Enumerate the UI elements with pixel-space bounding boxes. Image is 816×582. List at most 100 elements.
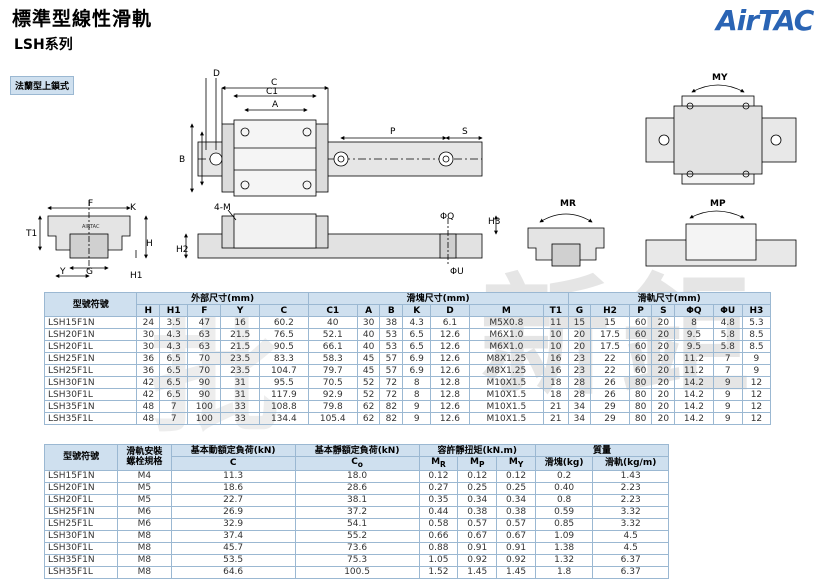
th-col: S [651,304,676,317]
table-cell: 0.2 [534,469,594,483]
table-cell: 8.5 [741,328,772,341]
table-cell: 60 [628,316,653,329]
table-cell: 60.2 [258,316,309,329]
table-cell: 0.92 [457,553,498,567]
th2-my: MY [496,456,536,471]
th-col: H3 [741,304,772,317]
model-cell: LSH15F1N [43,469,119,483]
table-cell: 20 [567,328,592,341]
table-cell: 23 [567,364,592,377]
th2-mp: MP [457,456,498,471]
table-cell: 0.91 [457,541,498,555]
table-cell: 73.6 [294,541,420,555]
table-cell: 28 [567,388,592,401]
table-cell: 24 [136,316,161,329]
svg-text:H1: H1 [130,271,143,281]
table-cell: 26 [590,376,630,389]
table-cell: 20 [651,400,676,413]
table-cell: 54.1 [294,517,420,531]
table-cell: 1.09 [534,529,594,543]
table-cell: 28.6 [294,481,420,495]
table-cell: 0.67 [457,529,498,543]
table-cell: 4.3 [402,316,432,329]
table-cell: 80 [628,412,653,425]
table-cell: 37.4 [170,529,296,543]
table-cell: 40 [356,340,381,353]
table-cell: 72 [379,376,404,389]
table-cell: 117.9 [258,388,309,401]
th-col: G [567,304,592,317]
table-cell: 0.44 [418,505,459,519]
table-cell: 100 [187,400,222,413]
svg-text:AIRTAC: AIRTAC [82,224,100,230]
table-cell: 22 [590,364,630,377]
table-cell: 14.2 [674,400,714,413]
table-cell: M6X1.0 [468,328,545,341]
load-table: 型號符號 滑軌安裝螺栓規格 基本動額定負荷(kN) 基本靜額定負荷(kN) 容許… [43,444,670,579]
table-cell: 21.5 [220,328,260,341]
th2-co: Co [294,456,420,471]
model-cell: LSH20F1L [43,340,138,353]
table-cell: 22.7 [170,493,296,507]
table-cell: 37.2 [294,505,420,519]
table-cell: 12.6 [430,412,470,425]
table-cell: 1.45 [457,565,498,579]
th-col: K [402,304,432,317]
table-cell: 11.3 [170,469,296,483]
table-cell: M8 [117,529,172,543]
table-cell: 58.3 [307,352,358,365]
th2-static-load: 基本靜額定負荷(kN) [294,444,420,457]
table-cell: 47 [187,316,222,329]
table-cell: 36 [136,352,161,365]
model-cell: LSH20F1L [43,493,119,507]
table-cell: 0.34 [496,493,536,507]
table-cell: 79.8 [307,400,358,413]
model-cell: LSH30F1L [43,388,138,401]
table-cell: 6.5 [402,340,432,353]
table-cell: 79.7 [307,364,358,377]
table-cell: 20 [651,352,676,365]
table-cell: 9 [741,352,772,365]
th-col: A [356,304,381,317]
th2-mass: 質量 [534,444,670,457]
table-cell: 82 [379,400,404,413]
table-cell: 6.37 [592,565,669,579]
table-cell: 0.92 [496,553,536,567]
technical-drawing: AIRTAC D C C1 A B P S F K [25,69,797,281]
table-cell: 28 [567,376,592,389]
table-cell: 9 [712,412,743,425]
table-cell: 33 [220,400,260,413]
table-cell: 1.32 [534,553,594,567]
table-cell: 0.91 [496,541,536,555]
table-cell: 9 [402,412,432,425]
table-cell: 6.9 [402,364,432,377]
table-cell: 9 [712,376,743,389]
model-cell: LSH30F1L [43,541,119,555]
table-cell: 6.37 [592,553,669,567]
th-col: H1 [159,304,189,317]
th-block-dims: 滑塊尺寸(mm) [307,292,569,305]
svg-text:S: S [462,127,468,137]
table-cell: 11.2 [674,364,714,377]
type-tag: 法蘭型上鎖式 [10,76,75,95]
table-cell: 12.6 [430,340,470,353]
svg-text:B: B [179,155,185,165]
th-col: C [258,304,309,317]
table-cell: 0.58 [418,517,459,531]
table-cell: 8 [674,316,714,329]
table-cell: 20 [567,340,592,353]
table-cell: 12.8 [430,376,470,389]
table-cell: 6.5 [159,376,189,389]
table-cell: 92.9 [307,388,358,401]
table-cell: 16 [220,316,260,329]
table-cell: 4.8 [712,316,743,329]
table-cell: 40 [356,328,381,341]
table-cell: M6 [117,517,172,531]
th-rail-dims: 滑軌尺寸(mm) [567,292,772,305]
table-cell: 42 [136,388,161,401]
